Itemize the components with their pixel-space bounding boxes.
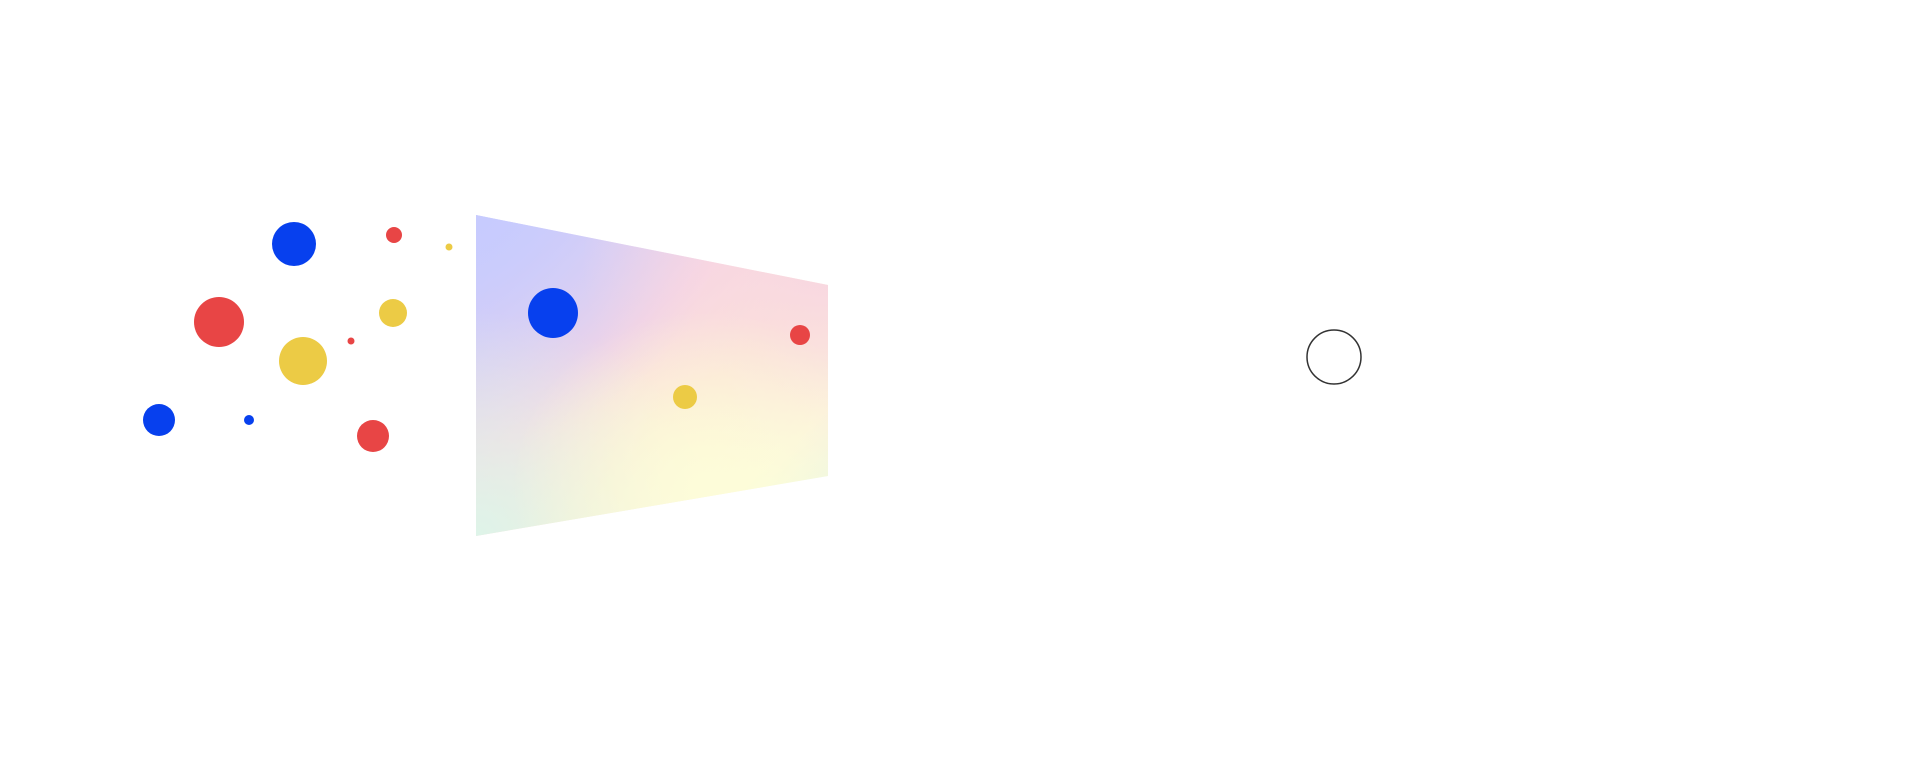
outside-blue-dot [143, 404, 175, 436]
outside-red-dot [347, 337, 355, 345]
outside-yellow-dot [279, 337, 327, 385]
outside-red-dot [357, 420, 389, 452]
particles-inside [528, 288, 810, 409]
inside-blue-dot [528, 288, 578, 338]
inside-yellow-dot [673, 385, 697, 409]
inside-red-dot [790, 325, 810, 345]
particles-outside [143, 222, 453, 452]
outside-yellow-dot [445, 243, 453, 251]
outside-blue-dot [244, 415, 254, 425]
outside-yellow-dot [379, 299, 407, 327]
outside-blue-dot [272, 222, 316, 266]
gradient-panel [476, 215, 828, 536]
target-circle-outline [1306, 329, 1362, 385]
outside-red-dot [386, 227, 402, 243]
panel-yellow-glow [476, 215, 828, 536]
outside-red-dot [194, 297, 244, 347]
